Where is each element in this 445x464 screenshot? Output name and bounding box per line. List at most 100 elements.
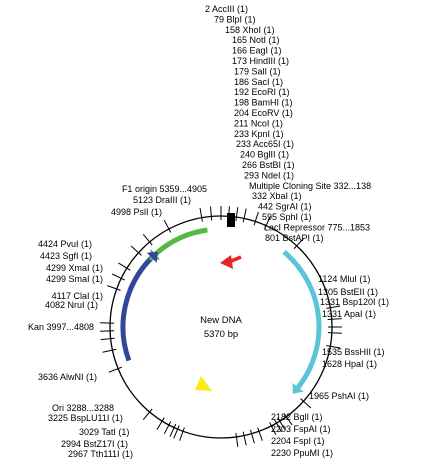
plasmid-backbone bbox=[109, 215, 333, 439]
site-tick bbox=[111, 273, 126, 281]
site-tick bbox=[257, 427, 263, 441]
site-tick bbox=[179, 427, 185, 441]
site-label: 179 SalI (1) bbox=[234, 66, 281, 76]
site-tick bbox=[169, 423, 177, 437]
site-tick bbox=[130, 245, 142, 256]
site-tick bbox=[300, 398, 312, 409]
site-label: 801 BstAPI (1) bbox=[265, 233, 324, 243]
site-label: 2 AccIII (1) bbox=[205, 4, 248, 14]
site-label: 165 NotI (1) bbox=[232, 35, 280, 45]
site-tick bbox=[274, 419, 282, 433]
site-label: 4423 SgfI (1) bbox=[40, 251, 92, 261]
labels-right-column: 1124 MluI (1)1305 BstEII (1)1331 Bsp120I… bbox=[309, 274, 389, 401]
site-tick bbox=[173, 425, 180, 439]
site-label: Ori 3288...3288 bbox=[52, 403, 114, 413]
plasmid-name: New DNA bbox=[200, 315, 242, 326]
site-label: 4117 ClaI (1) bbox=[52, 291, 103, 301]
site-label: Kan 3997...4808 bbox=[28, 322, 94, 332]
site-tick bbox=[102, 348, 117, 353]
site-tick bbox=[228, 206, 230, 221]
site-label: 240 BglII (1) bbox=[240, 150, 289, 160]
site-label: 266 BstBI (1) bbox=[242, 160, 295, 170]
mcs-block bbox=[227, 213, 235, 227]
site-label: 2182 BglI (1) bbox=[271, 412, 323, 422]
site-tick bbox=[277, 417, 286, 430]
site-label: 166 EagI (1) bbox=[232, 46, 282, 56]
site-tick bbox=[163, 421, 172, 435]
site-label: 79 BlpI (1) bbox=[214, 14, 256, 24]
site-label: 1124 MluI (1) bbox=[318, 274, 370, 284]
site-label: 1965 PshAI (1) bbox=[309, 391, 369, 401]
site-label: 2203 FspAI (1) bbox=[271, 424, 331, 434]
ori-triangle bbox=[195, 376, 212, 391]
site-label: 158 XhoI (1) bbox=[225, 25, 275, 35]
site-tick bbox=[235, 207, 239, 222]
site-tick bbox=[210, 206, 213, 221]
site-label: 2230 PpuMI (1) bbox=[271, 448, 333, 458]
site-tick bbox=[250, 429, 255, 444]
site-label: 3636 AlwNI (1) bbox=[38, 372, 97, 382]
site-tick bbox=[326, 345, 341, 349]
site-tick bbox=[118, 262, 131, 271]
site-tick bbox=[199, 207, 203, 222]
site-label: 4299 XmaI (1) bbox=[46, 263, 103, 273]
site-tick bbox=[253, 211, 259, 226]
site-label: 1331 Bsp120I (1) bbox=[320, 297, 389, 307]
plasmid-size: 5370 bp bbox=[204, 329, 238, 340]
laci-repressor-arrowhead bbox=[292, 383, 304, 394]
site-label: 233 KpnI (1) bbox=[234, 129, 284, 139]
site-tick bbox=[142, 408, 153, 421]
site-tick bbox=[100, 330, 115, 332]
site-label: 211 NcoI (1) bbox=[234, 118, 283, 128]
site-tick bbox=[327, 318, 342, 320]
laci-repressor-feature-arc bbox=[282, 249, 322, 389]
mcs-red-arrowhead bbox=[220, 255, 233, 269]
site-label: 332 XbaI (1) bbox=[252, 191, 302, 201]
site-tick bbox=[283, 413, 293, 426]
site-label: 198 BamHI (1) bbox=[234, 98, 293, 108]
site-label: 4424 PvuI (1) bbox=[38, 239, 92, 249]
site-label: 1535 BssHII (1) bbox=[322, 347, 385, 357]
site-label: 2994 BstZ17I (1) bbox=[61, 439, 128, 449]
site-tick bbox=[242, 208, 247, 223]
site-label: 4998 PslI (1) bbox=[111, 207, 162, 217]
site-tick bbox=[326, 305, 341, 309]
labels-top-column: 2 AccIII (1)79 BlpI (1)158 XhoI (1)165 N… bbox=[205, 4, 371, 243]
site-tick bbox=[327, 332, 342, 334]
site-label: 1628 HpaI (1) bbox=[322, 359, 377, 369]
site-tick bbox=[235, 432, 239, 447]
site-label: 293 NdeI (1) bbox=[244, 170, 294, 180]
site-tick bbox=[142, 233, 153, 246]
f1-origin-feature-arc bbox=[153, 227, 208, 257]
site-label: 4082 NruI (1) bbox=[45, 300, 98, 310]
site-label: 2204 FspI (1) bbox=[271, 436, 325, 446]
site-tick bbox=[242, 431, 247, 446]
site-label: 1331 ApaI (1) bbox=[322, 309, 376, 319]
site-tick bbox=[269, 422, 277, 436]
labels-left-column: 3636 AlwNI (1) Kan 3997...4808 4082 NruI (… bbox=[28, 239, 103, 382]
site-tick bbox=[100, 322, 115, 324]
labels-bottom-right-column: 2182 BglI (1) 2203 FspAI (1) 2204 FspI (1)… bbox=[271, 412, 333, 458]
site-label: 3225 BspLU11I (1) bbox=[48, 413, 123, 423]
kan-feature-arc bbox=[120, 255, 154, 362]
site-label: F1 origin 5359...4905 bbox=[122, 184, 207, 194]
kan-arrowhead bbox=[146, 251, 158, 263]
site-label: 5123 DraIII (1) bbox=[133, 195, 191, 205]
site-label: 186 SacI (1) bbox=[234, 77, 283, 87]
site-label: 595 SphI (1) bbox=[262, 212, 312, 222]
site-label: 233 Acc65I (1) bbox=[236, 139, 294, 149]
site-tick bbox=[107, 285, 121, 291]
site-tick bbox=[100, 337, 115, 341]
site-label: 2967 Tth111I (1) bbox=[68, 449, 133, 459]
site-tick bbox=[264, 216, 271, 230]
site-label: LacI Repressor 775...1853 bbox=[264, 222, 370, 232]
site-label: 442 SgrAI (1) bbox=[258, 202, 312, 212]
site-label: 192 EcoRI (1) bbox=[234, 87, 290, 97]
site-label: 4299 SmaI (1) bbox=[46, 274, 103, 284]
site-tick bbox=[156, 417, 165, 430]
site-label: 204 EcoRV (1) bbox=[234, 108, 293, 118]
site-tick bbox=[293, 238, 304, 250]
